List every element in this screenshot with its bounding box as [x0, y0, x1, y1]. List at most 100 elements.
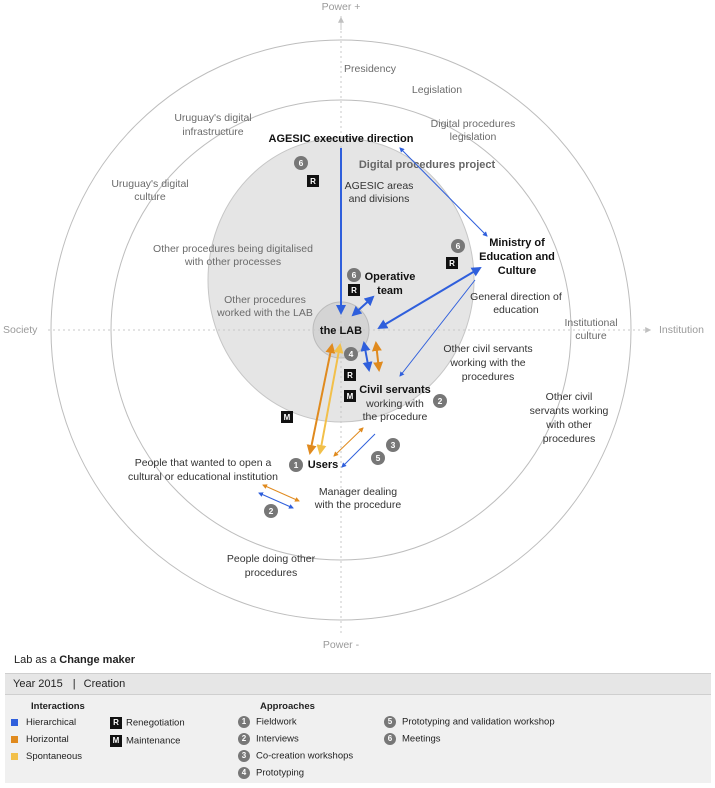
year-separator: | — [72, 678, 76, 690]
arrow-lab-civil-blue — [360, 341, 373, 372]
operative-team-label-2: team — [377, 285, 403, 297]
badge-validation-workshop: 5 — [371, 451, 385, 465]
legend-title-prefix: Lab as a — [14, 654, 60, 666]
maintenance-label: Maintenance — [126, 735, 181, 747]
culture-label-1: Uruguay's digital — [111, 178, 188, 190]
other-procedures-label-1: Other procedures being digitalised — [153, 243, 313, 255]
renegotiation-label: Renegotiation — [126, 717, 185, 729]
approach-6-badge: 6 — [384, 733, 396, 745]
svg-text:M: M — [347, 392, 354, 401]
civil-servants-procedures-label-3: procedures — [462, 371, 515, 383]
other-procedures-label-2: with other processes — [184, 256, 281, 268]
badge-interviews-civil: 2 — [433, 394, 447, 408]
horizontal-swatch — [11, 735, 18, 743]
legend-renegotiation: R Renegotiation — [110, 717, 185, 729]
year-bar: Year 2015|Creation — [5, 673, 711, 695]
svg-text:5: 5 — [376, 453, 381, 463]
manager-label-2: with the procedure — [314, 499, 402, 511]
civil-servants-sub-2: the procedure — [363, 411, 428, 423]
svg-text:2: 2 — [269, 506, 274, 516]
approach-5-label: Prototyping and validation workshop — [402, 716, 555, 728]
hierarchical-swatch — [11, 718, 18, 726]
people-wanted-label-1: People that wanted to open a — [135, 457, 272, 469]
svg-text:R: R — [347, 371, 353, 380]
manager-label-1: Manager dealing — [319, 486, 397, 498]
svg-text:2: 2 — [438, 396, 443, 406]
approach-1-label: Fieldwork — [256, 716, 297, 728]
operative-team-label-1: Operative — [365, 271, 416, 283]
approach-2-label: Interviews — [256, 733, 299, 745]
svg-text:R: R — [310, 177, 316, 186]
approach-6-label: Meetings — [402, 733, 441, 745]
maintenance-box-users: M — [281, 411, 293, 423]
spontaneous-label: Spontaneous — [26, 751, 82, 762]
phase-label: Creation — [83, 678, 126, 690]
svg-text:R: R — [351, 286, 357, 295]
svg-text:3: 3 — [391, 440, 396, 450]
axis-top-label: Power + — [322, 1, 361, 13]
badge-prototyping: 4 — [344, 347, 358, 361]
presidency-label: Presidency — [344, 63, 397, 75]
approach-meetings: 6 Meetings — [384, 733, 441, 745]
users-label: Users — [308, 459, 339, 471]
dp-legislation-label-1: Digital procedures — [431, 118, 516, 130]
culture-label-2: culture — [134, 191, 166, 203]
approach-1-badge: 1 — [238, 716, 250, 728]
legend-spontaneous: Spontaneous — [11, 751, 82, 762]
interactions-heading: Interactions — [31, 701, 85, 712]
maintenance-box-civil: M — [344, 390, 356, 402]
dp-legislation-label-2: legislation — [450, 131, 497, 143]
approach-fieldwork: 1 Fieldwork — [238, 716, 297, 728]
badge-meetings-agesic: 6 — [294, 156, 308, 170]
badge-meetings-operative: 6 — [347, 268, 361, 282]
svg-text:6: 6 — [352, 270, 357, 280]
legend-hierarchical: Hierarchical — [11, 717, 76, 728]
approach-cocreation: 3 Co-creation workshops — [238, 750, 353, 762]
arrow-ministry-civil — [399, 279, 476, 377]
arrow-lab-operative — [351, 295, 375, 317]
civil-servants-procedures-label-2: working with the — [449, 357, 525, 369]
renegotiation-box-operative: R — [348, 284, 360, 296]
legislation-label: Legislation — [412, 84, 462, 96]
agesic-areas-label-1: AGESIC areas — [345, 180, 414, 192]
arrow-lab-users-yellow — [316, 343, 344, 455]
svg-text:M: M — [284, 413, 291, 422]
people-other-label-2: procedures — [245, 567, 298, 579]
renegotiation-icon: R — [110, 717, 122, 729]
other-civil-servants-label-4: procedures — [543, 433, 596, 445]
badge-meetings-ministry: 6 — [451, 239, 465, 253]
other-civil-servants-label-1: Other civil — [546, 391, 593, 403]
arrow-agesic-ministry — [399, 147, 488, 237]
legend-title-bold: Change maker — [59, 654, 136, 666]
legend-horizontal: Horizontal — [11, 734, 69, 745]
other-civil-servants-label-3: with other — [545, 419, 592, 431]
infrastructure-label-2: infrastructure — [182, 126, 243, 138]
axis-left-label: Society — [3, 324, 38, 336]
hierarchical-label: Hierarchical — [26, 717, 77, 728]
approach-3-label: Co-creation workshops — [256, 750, 354, 762]
legend-title: Lab as a Change maker — [14, 654, 135, 666]
legend: Lab as a Change maker Year 2015|Creation… — [0, 648, 715, 788]
svg-text:1: 1 — [294, 460, 299, 470]
badge-interviews-manager: 2 — [264, 504, 278, 518]
axis-bottom-label: Power - — [323, 639, 360, 648]
approach-4-badge: 4 — [238, 767, 250, 779]
ministry-label-1: Ministry of — [489, 237, 545, 249]
svg-text:6: 6 — [299, 158, 304, 168]
approach-3-badge: 3 — [238, 750, 250, 762]
badge-fieldwork: 1 — [289, 458, 303, 472]
other-civil-servants-label-2: servants working — [530, 405, 609, 417]
renegotiation-box-agesic: R — [307, 175, 319, 187]
maintenance-icon: M — [110, 735, 122, 747]
people-wanted-label-2: cultural or educational institution — [128, 471, 278, 483]
infrastructure-label-1: Uruguay's digital — [174, 112, 251, 124]
agesic-direction: AGESIC executive direction — [269, 133, 414, 145]
legend-maintenance: M Maintenance — [110, 735, 180, 747]
other-worked-label-2: worked with the LAB — [216, 307, 313, 319]
people-other-label-1: People doing other — [227, 553, 316, 565]
horizontal-label: Horizontal — [26, 734, 69, 745]
general-direction-label-1: General direction of — [470, 291, 562, 303]
